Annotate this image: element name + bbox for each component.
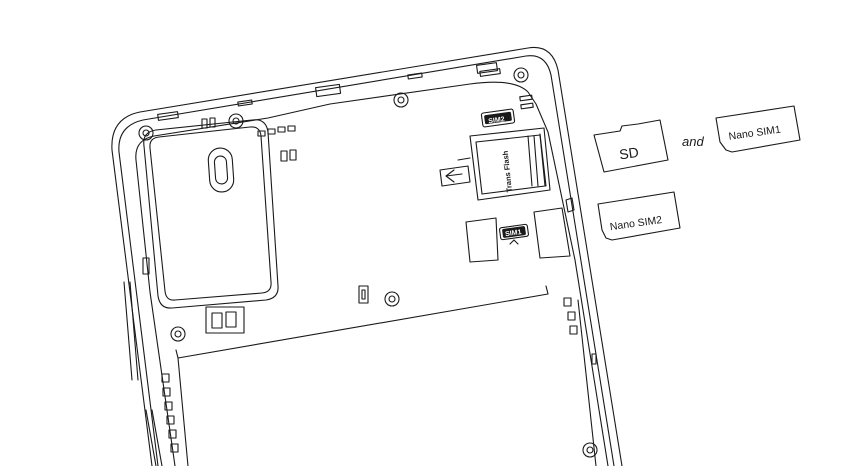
top-edge-details: [157, 62, 534, 121]
screw-bosses: [138, 67, 598, 458]
nano-sim1-card: Nano SIM1: [715, 105, 801, 153]
nano-sim2-card: Nano SIM2: [597, 191, 681, 241]
sim-connector-bottom-label: SIM1: [505, 229, 522, 238]
sd-card: SD: [593, 119, 669, 173]
card-slot-assembly: [439, 108, 575, 263]
camera-module: [143, 119, 279, 309]
left-side-details: [123, 257, 179, 466]
right-side-details: [563, 297, 597, 365]
nano-sim2-label: Nano SIM2: [609, 214, 663, 233]
nano-sim1-label: Nano SIM1: [728, 124, 782, 143]
and-connector-text: and: [682, 134, 704, 149]
trans-flash-label: Trans Flash: [501, 150, 514, 193]
sim-connector-top-label: SIM2: [488, 116, 505, 125]
phone-frame: [111, 46, 623, 466]
small-slots: [201, 117, 369, 334]
sd-card-label: SD: [618, 144, 639, 163]
